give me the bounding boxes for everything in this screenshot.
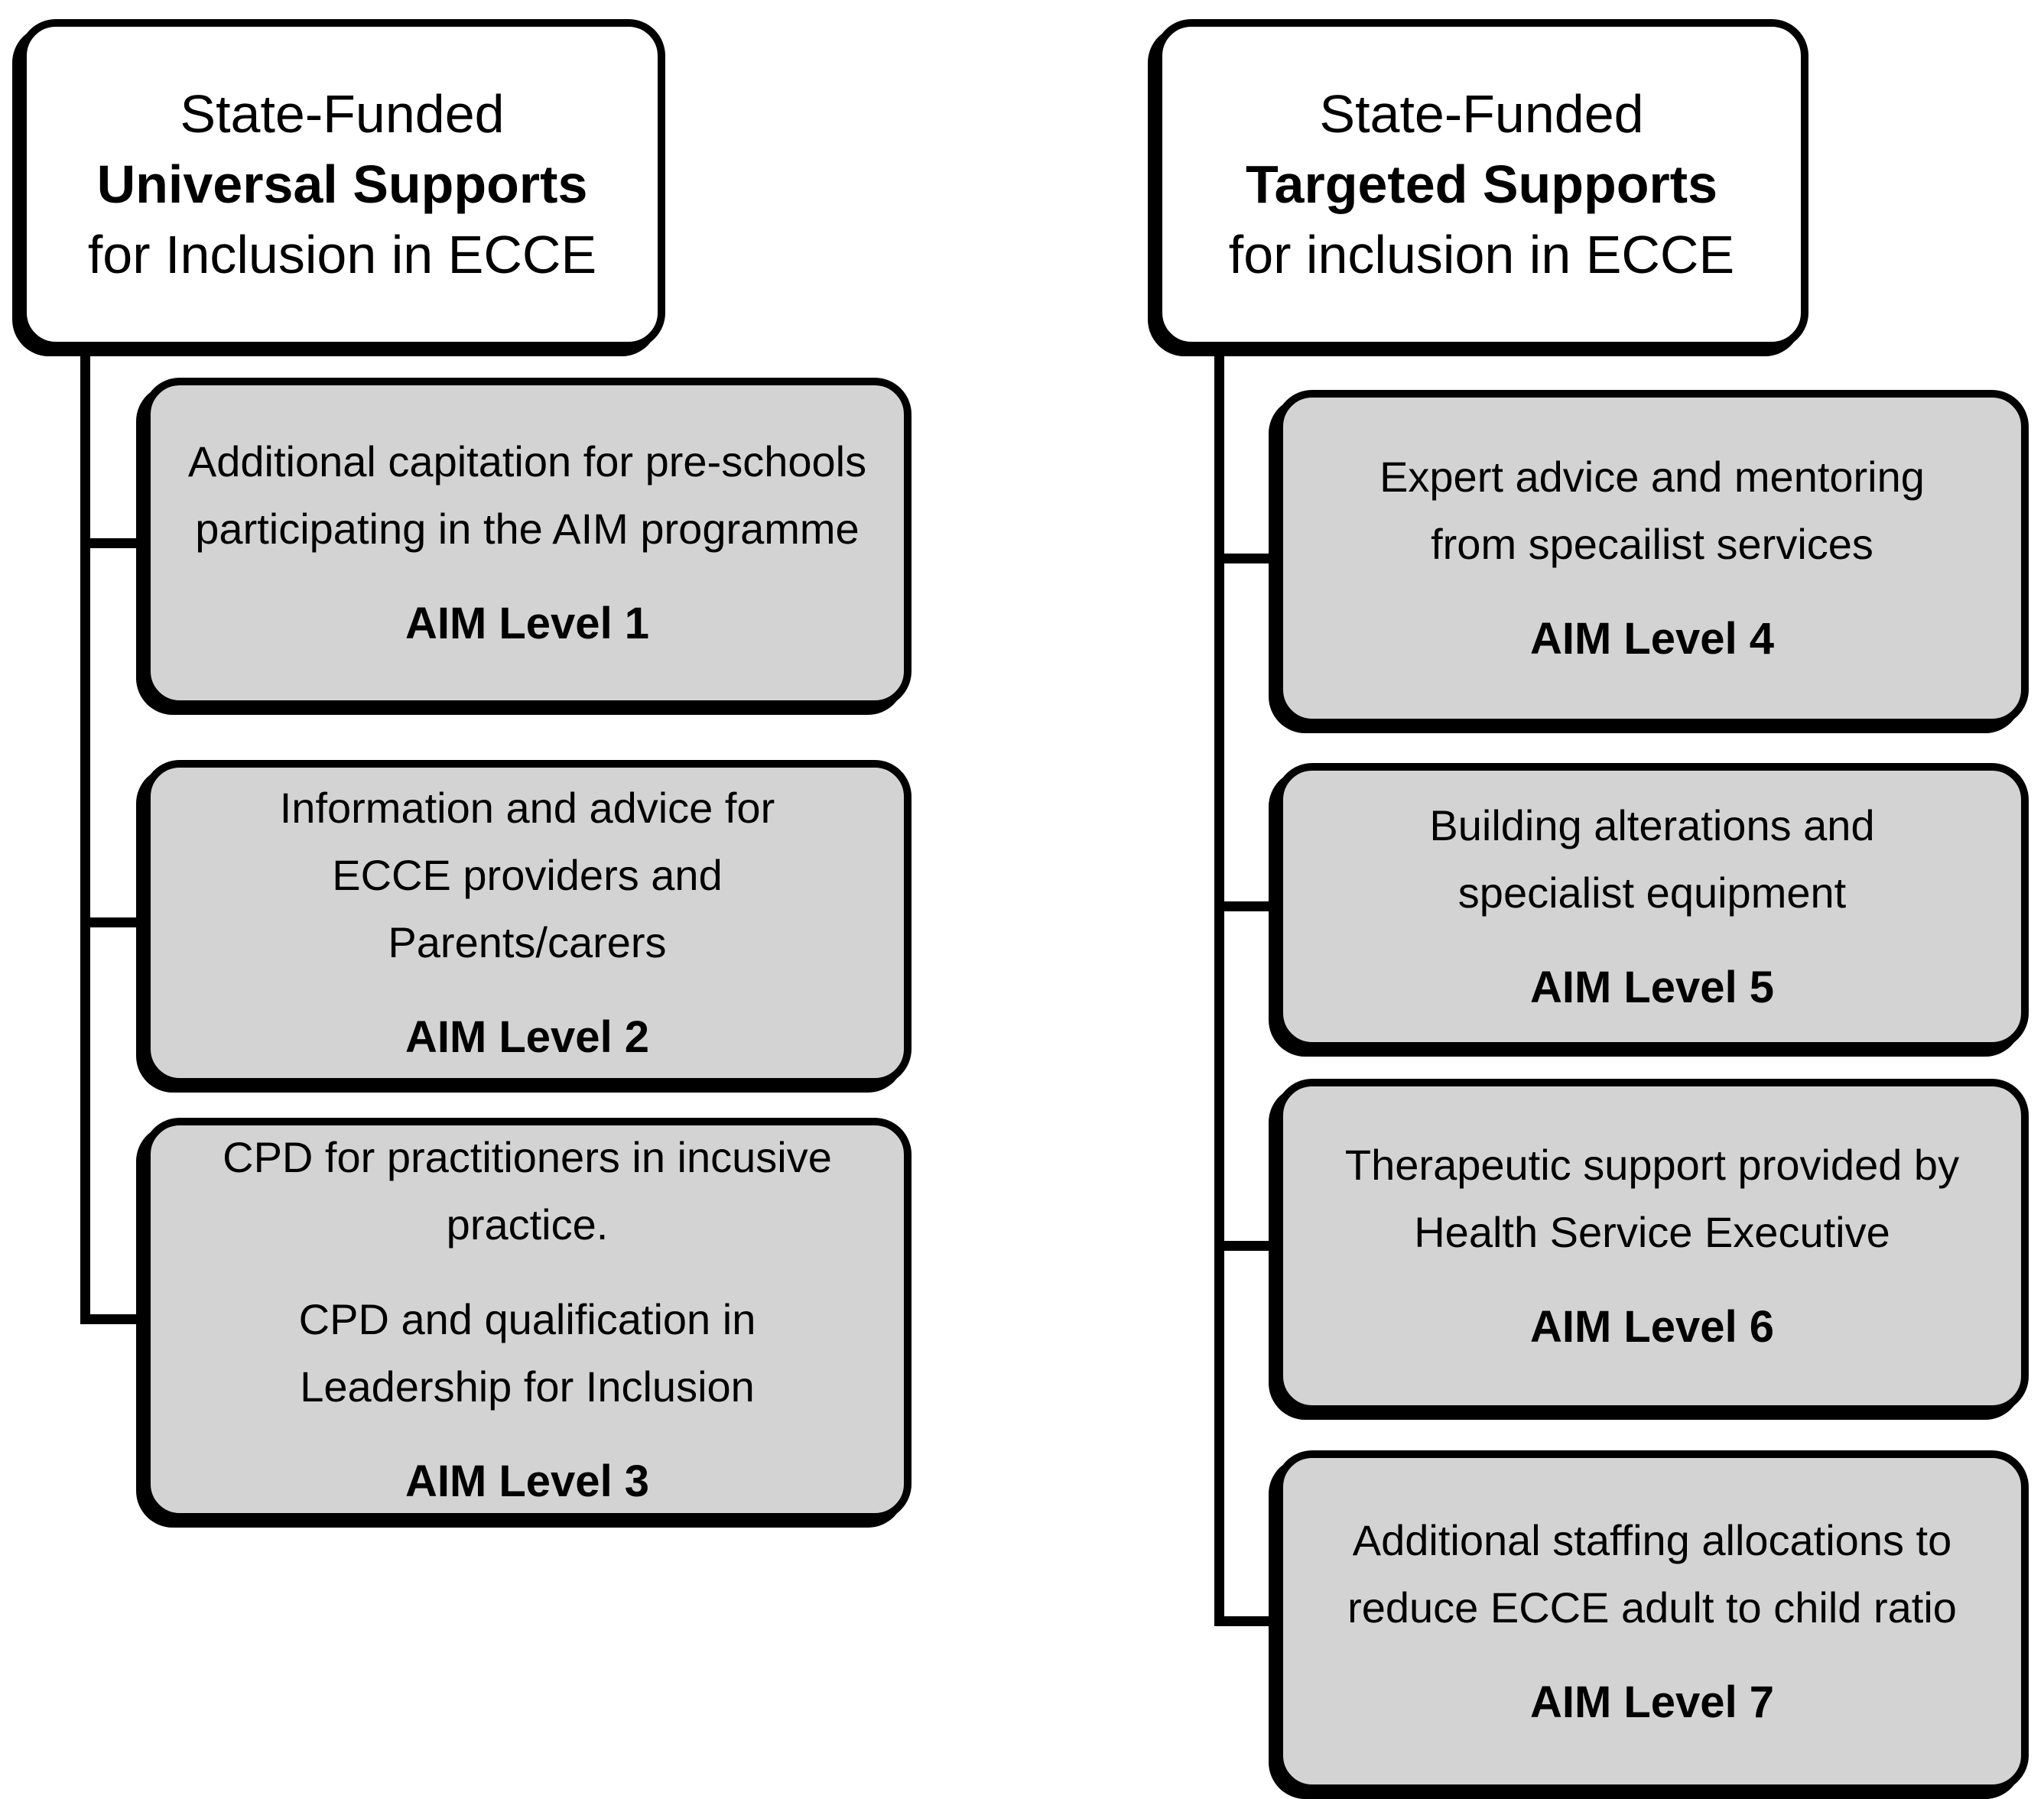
universal-trunk-line	[80, 344, 90, 1324]
aim-level-label: AIM Level 7	[1529, 1677, 1775, 1727]
header-line: for Inclusion in ECCE	[87, 225, 597, 284]
box-text: CPD and qualification in Leadership for …	[298, 1294, 756, 1411]
aim-level-4-box: Expert advice and mentoring from specail…	[1275, 390, 2029, 726]
aim-level-2-box: Information and advice for ECCE provider…	[143, 760, 912, 1086]
aim-level-7-box: Additional staffing allocations to reduc…	[1275, 1450, 2029, 1792]
header-line: State-Funded	[1319, 84, 1644, 144]
aim-level-3-box: CPD for practitioners in incusive practi…	[143, 1118, 912, 1521]
box-text: Additional staffing allocations to reduc…	[1347, 1515, 1957, 1632]
aim-level-5-box: Building alterations and specialist equi…	[1275, 763, 2029, 1050]
universal-branch-level2-line	[80, 917, 153, 927]
box-text: Information and advice for ECCE provider…	[279, 784, 775, 966]
targeted-branch-level5-line	[1214, 901, 1285, 911]
aim-level-label: AIM Level 3	[405, 1456, 650, 1506]
aim-level-label: AIM Level 4	[1529, 614, 1775, 664]
aim-level-1-box: Additional capitation for pre-schools pa…	[143, 378, 912, 708]
targeted-branch-level4-line	[1214, 554, 1285, 563]
box-text: CPD for practitioners in incusive practi…	[223, 1132, 832, 1249]
aim-level-6-box: Therapeutic support provided by Health S…	[1275, 1079, 2029, 1413]
targeted-branch-level6-line	[1214, 1241, 1285, 1251]
targeted-trunk-line	[1214, 344, 1224, 1626]
universal-branch-level1-line	[80, 538, 153, 548]
header-line-bold: Universal Supports	[96, 154, 588, 214]
aim-level-label: AIM Level 1	[405, 599, 650, 648]
box-text: Additional capitation for pre-schools pa…	[187, 437, 867, 553]
header-line-bold: Targeted Supports	[1245, 154, 1718, 214]
aim-level-label: AIM Level 2	[405, 1012, 650, 1062]
box-text: Building alterations and specialist equi…	[1429, 800, 1875, 917]
box-text: Expert advice and mentoring from specail…	[1379, 453, 1925, 568]
aim-level-label: AIM Level 6	[1529, 1301, 1775, 1352]
aim-level-label: AIM Level 5	[1529, 962, 1775, 1012]
header-line: State-Funded	[180, 84, 505, 144]
box-text: Therapeutic support provided by Health S…	[1344, 1140, 1960, 1256]
header-line: for inclusion in ECCE	[1228, 225, 1735, 284]
universal-branch-level3-line	[80, 1314, 153, 1324]
targeted-supports-header: State-Funded Targeted Supports for inclu…	[1155, 19, 1808, 349]
universal-supports-header: State-Funded Universal Supports for Incl…	[19, 19, 665, 349]
targeted-branch-level7-line	[1214, 1616, 1285, 1626]
